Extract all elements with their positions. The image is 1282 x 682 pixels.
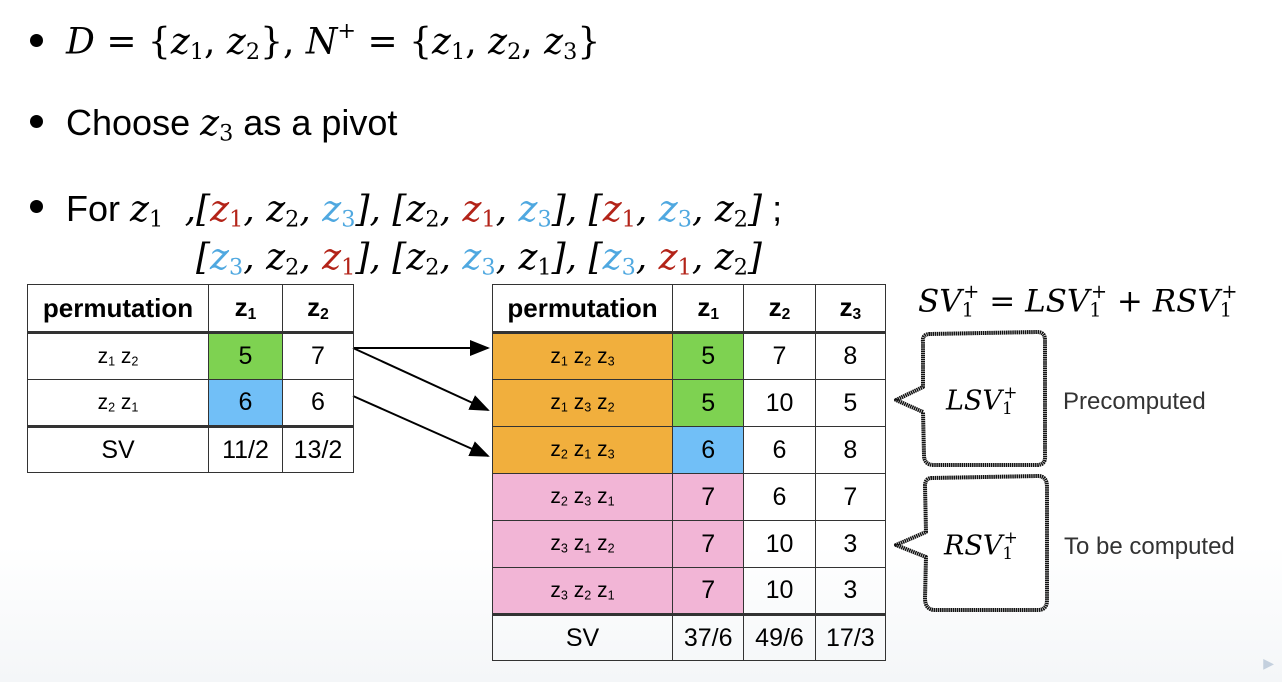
- permutation-element: z1: [210, 189, 244, 233]
- callout-rsv-label: RSV1+: [944, 527, 1018, 563]
- sv-z2: 13/2: [282, 425, 354, 473]
- callout-lsv-bracket: [894, 330, 1048, 467]
- permutation-element: z2: [266, 189, 300, 233]
- value-z1: 5: [672, 379, 745, 427]
- callout-lsv-label: LSV1+: [946, 382, 1018, 418]
- value-z2: 10: [743, 520, 816, 568]
- sv-decomposition-equation: SV1+ = LSV1+ + RSV1+: [918, 280, 1238, 322]
- permutation-element: z3: [462, 237, 496, 281]
- value-z3: 3: [814, 567, 887, 615]
- permutation-element: z3: [210, 237, 244, 281]
- header-z3: z3: [814, 284, 887, 334]
- header-z1: z1: [672, 284, 745, 334]
- bullet-dot: [30, 115, 43, 128]
- callout-lsv-note: Precomputed: [1063, 388, 1206, 415]
- permutation-bracket: [z2, z3, z1]: [392, 237, 566, 281]
- sv-z2: 49/6: [743, 613, 816, 661]
- callout-rsv-note: To be computed: [1064, 533, 1235, 560]
- d-label: D: [66, 21, 95, 63]
- sv-z3: 17/3: [814, 613, 887, 661]
- permutation-element: z1: [322, 237, 356, 281]
- value-z2: 10: [743, 567, 816, 615]
- permutation-element: z3: [602, 237, 636, 281]
- arrow: [352, 347, 490, 411]
- permutation-element: z2: [266, 237, 300, 281]
- header-z1: z1: [208, 284, 283, 334]
- permutation-cell: z2 z3 z1: [491, 473, 674, 521]
- arrow: [352, 395, 490, 457]
- bullet-dot: [30, 34, 43, 47]
- permutation-cell: z1 z3 z2: [491, 379, 674, 427]
- permutation-bracket: [z3, z1, z2]: [588, 237, 762, 281]
- permutation-bracket: [z3, z2, z1]: [196, 237, 370, 281]
- bullet-for-line2: [z3, z2, z1], [z2, z3, z1], [z3, z1, z2]: [196, 236, 762, 281]
- permutation-element: z3: [322, 189, 356, 233]
- permutation-list-1: [z1, z2, z3], [z2, z1, z3], [z1, z3, z2]: [196, 189, 763, 233]
- value-z2: 7: [743, 332, 816, 380]
- bullet-sets: D = {z1, z2}, N+ = {z1, z2, z3}: [66, 18, 601, 66]
- permutation-element: z3: [658, 189, 692, 233]
- bullet-for-line1: For z1 ,[z1, z2, z3], [z2, z1, z3], [z1,…: [66, 188, 783, 233]
- header-permutation: permutation: [491, 284, 674, 334]
- permutation-element: z2: [714, 189, 748, 233]
- value-z1: 5: [672, 332, 745, 380]
- permutation-list-2: [z3, z2, z1], [z2, z3, z1], [z3, z1, z2]: [196, 237, 762, 281]
- bullet-dot: [30, 200, 43, 213]
- permutation-bracket: [z1, z2, z3]: [196, 189, 370, 233]
- value-z2: 7: [282, 332, 354, 380]
- permutation-element: z1: [602, 189, 636, 233]
- permutation-cell: z1 z2: [27, 332, 209, 380]
- callout-rsv-bracket: [894, 474, 1049, 612]
- permutation-element: z2: [714, 237, 748, 281]
- header-permutation: permutation: [27, 284, 209, 334]
- permutation-cell: z3 z2 z1: [491, 567, 674, 615]
- permutation-bracket: [z2, z1, z3]: [392, 189, 566, 233]
- permutation-cell: z2 z1 z3: [491, 426, 674, 474]
- permutation-element: z1: [462, 189, 496, 233]
- sv-label: SV: [491, 613, 674, 661]
- sv-label: SV: [27, 425, 209, 473]
- value-z1: 5: [208, 332, 283, 380]
- permutation-element: z1: [518, 237, 552, 281]
- n-label: N: [305, 21, 338, 63]
- sv-z1: 37/6: [672, 613, 745, 661]
- value-z1: 7: [672, 473, 745, 521]
- value-z2: 6: [282, 379, 354, 427]
- permutation-element: z1: [658, 237, 692, 281]
- permutation-element: z2: [406, 189, 440, 233]
- header-z2: z2: [743, 284, 816, 334]
- bullet-pivot: Choose z3 as a pivot: [66, 102, 398, 147]
- permutation-element: z2: [406, 237, 440, 281]
- permutation-bracket: [z1, z3, z2]: [588, 189, 763, 233]
- slide-nav-arrow-icon[interactable]: ▶: [1263, 655, 1274, 671]
- permutation-cell: z2 z1: [27, 379, 209, 427]
- value-z1: 7: [672, 520, 745, 568]
- value-z2: 6: [743, 426, 816, 474]
- header-z2: z2: [282, 284, 354, 334]
- permutation-cell: z1 z2 z3: [491, 332, 674, 380]
- permutation-element: z3: [518, 189, 552, 233]
- d-elem-1-sub: 1: [189, 39, 205, 66]
- value-z3: 7: [814, 473, 887, 521]
